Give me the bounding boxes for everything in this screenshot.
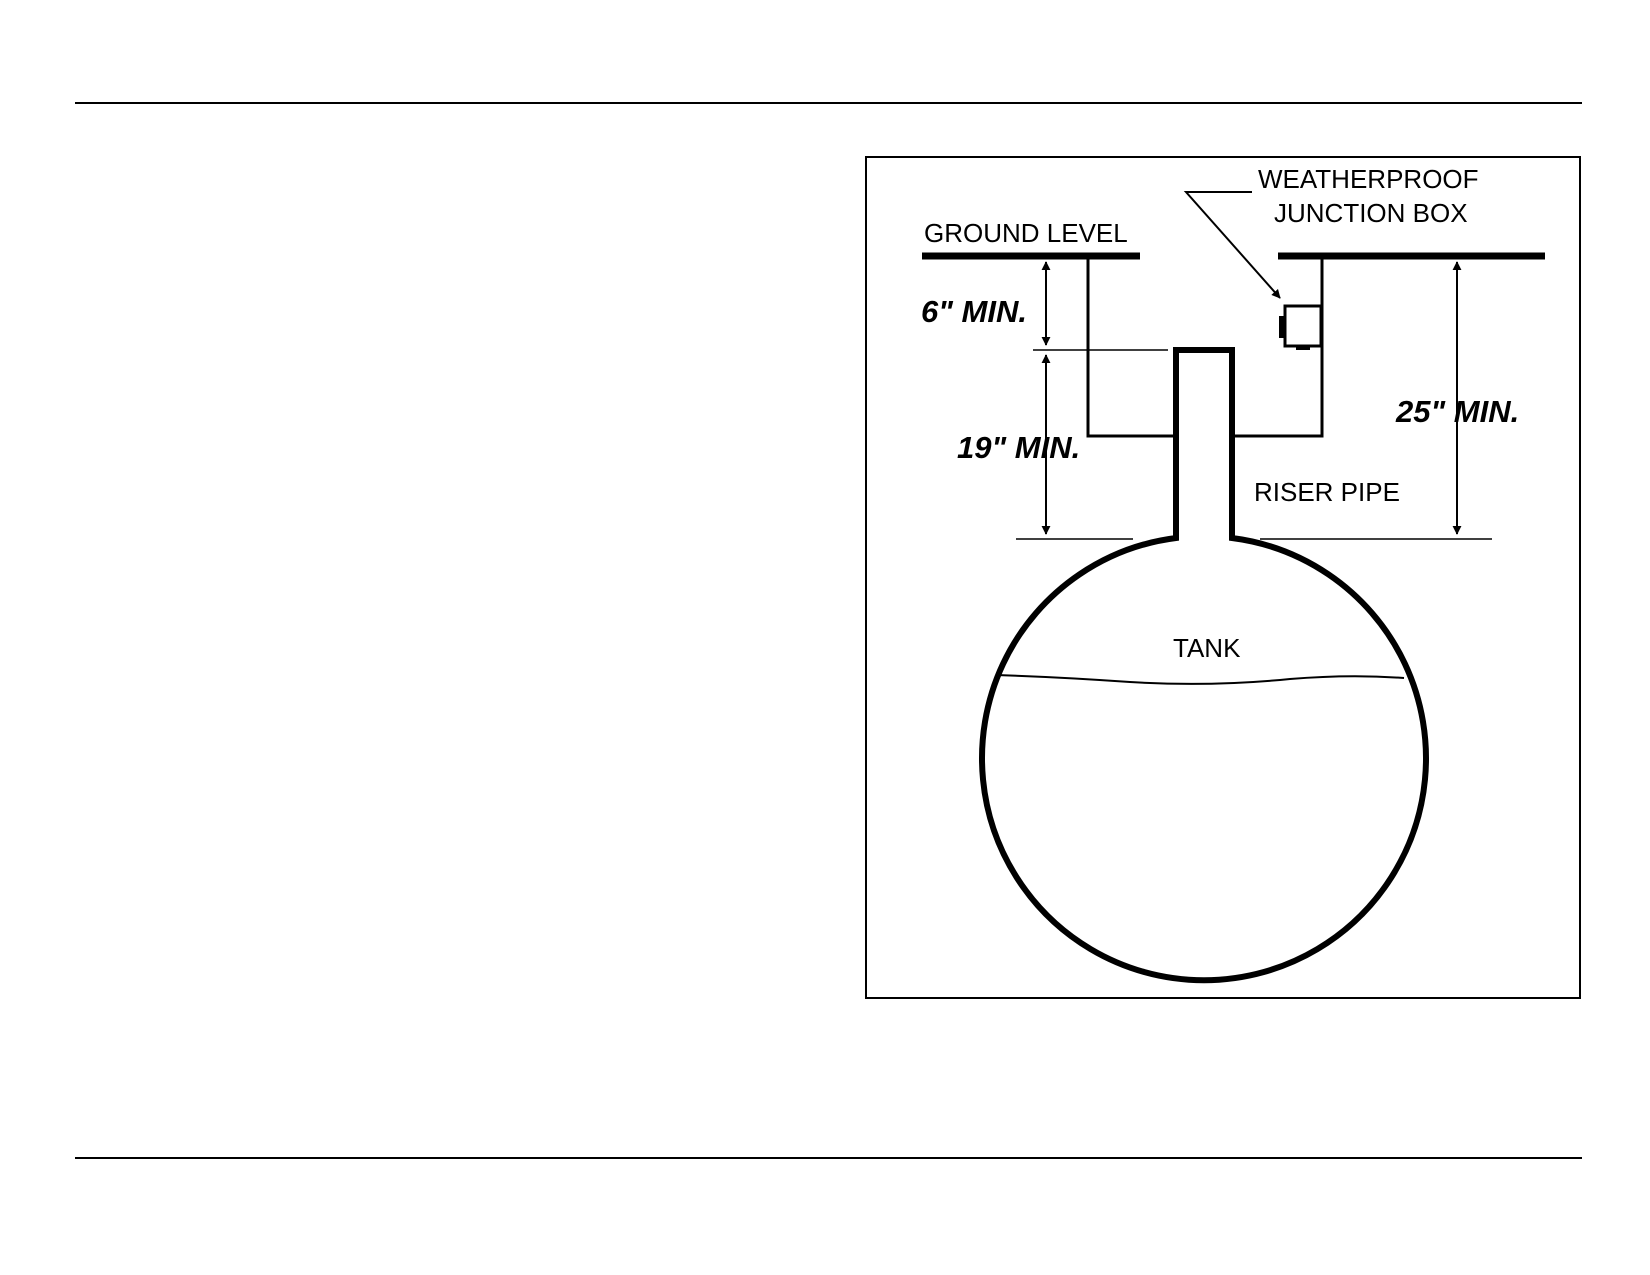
- tank-label: TANK: [1173, 633, 1241, 663]
- junction-box-leader: [1183, 191, 1281, 299]
- liquid-level-line: [995, 674, 1405, 685]
- diagram-frame: [865, 156, 1581, 999]
- weatherproof-label-line2: JUNCTION BOX: [1274, 198, 1468, 228]
- footer-rule: [75, 1157, 1582, 1159]
- weatherproof-label-line1: WEATHERPROOF: [1258, 164, 1479, 194]
- ground-level-label: GROUND LEVEL: [924, 218, 1128, 248]
- twentyfive-min-label: 25" MIN.: [1395, 394, 1519, 429]
- header-rule: [75, 102, 1582, 104]
- left-conduit: [1086, 256, 1176, 438]
- riser-pipe-label: RISER PIPE: [1254, 477, 1400, 507]
- tank-outline: [979, 347, 1429, 984]
- nineteen-min-label: 19" MIN.: [957, 430, 1080, 465]
- six-min-label: 6" MIN.: [921, 294, 1027, 329]
- junction-box-icon: [1279, 304, 1323, 350]
